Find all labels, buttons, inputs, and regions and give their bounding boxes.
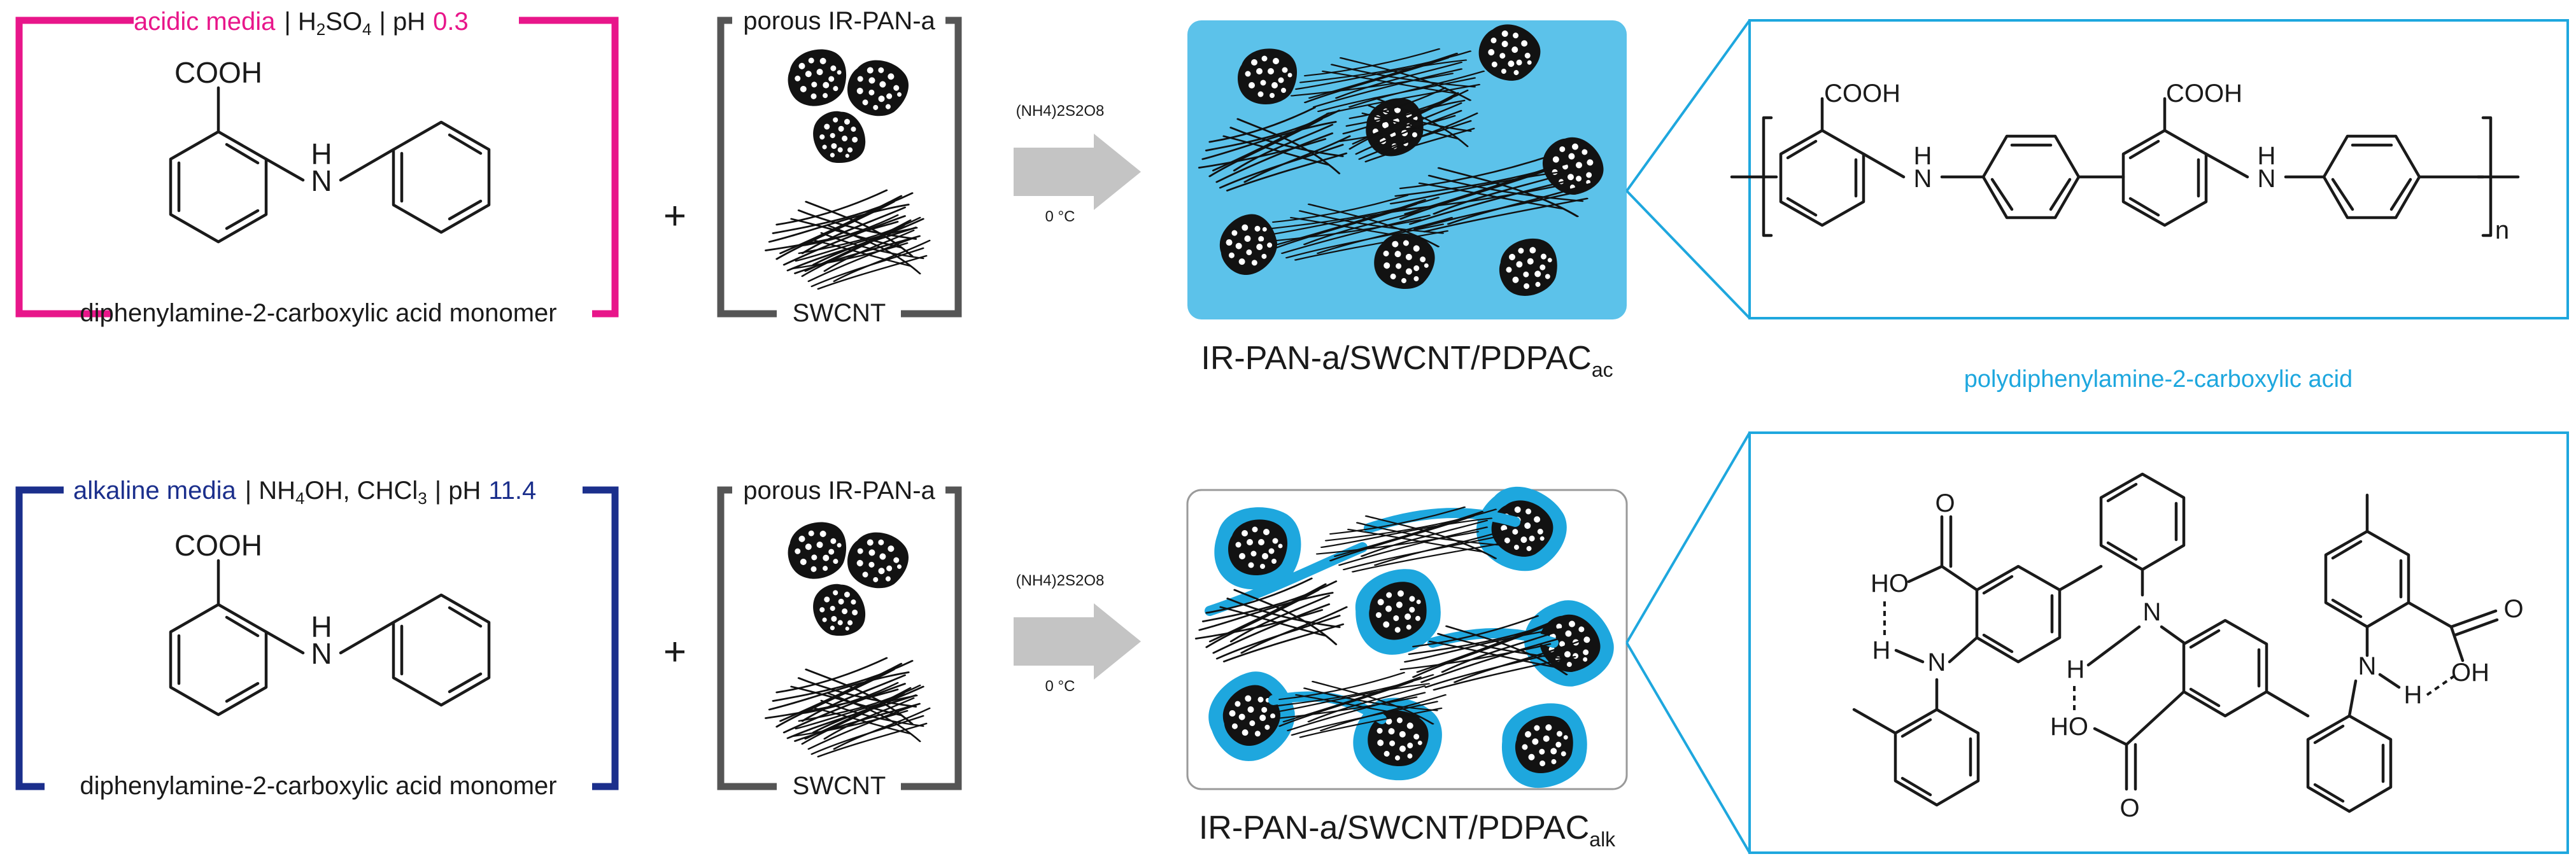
top-reaction-arrow: (NH4)2S2O8 0 °C <box>1014 102 1141 225</box>
svg-text:H: H <box>2404 681 2423 709</box>
top-product-label: IR-PAN-a/SWCNT/PDPACac <box>1201 340 1613 381</box>
svg-text:N: N <box>1928 648 1946 676</box>
svg-text:H: H <box>311 610 332 643</box>
top-repeat-n: n <box>2495 216 2509 244</box>
top-oxidant-label: (NH4)2S2O8 <box>1016 102 1105 120</box>
svg-text:H: H <box>2067 655 2085 683</box>
svg-text:N: N <box>2143 598 2162 626</box>
bottom-tube-top-label: porous IR-PAN-a <box>743 477 935 505</box>
bottom-zoom-lines <box>1625 431 1751 854</box>
bottom-tube-bottom-label: SWCNT <box>793 772 886 800</box>
bottom-monomer-structure: COOH H N <box>171 529 489 715</box>
svg-text:N: N <box>1914 165 1932 193</box>
svg-text:N: N <box>311 637 332 670</box>
bottom-plus-sign: + <box>663 630 686 674</box>
svg-text:COOH: COOH <box>2166 80 2242 108</box>
top-temperature-label: 0 °C <box>1045 208 1075 225</box>
top-reactant-particles <box>783 45 916 171</box>
svg-text:H: H <box>1872 636 1891 664</box>
bottom-reactant-swcnt <box>765 657 931 758</box>
bottom-tube-bracket <box>717 486 962 790</box>
bottom-monomer-bracket <box>15 486 619 790</box>
bottom-oxidant-label: (NH4)2S2O8 <box>1016 572 1105 589</box>
bottom-temperature-label: 0 °C <box>1045 678 1075 695</box>
svg-text:N: N <box>2258 165 2276 193</box>
svg-text:H: H <box>311 137 332 171</box>
bottom-monomer-label: diphenylamine-2-carboxylic acid monomer <box>80 772 556 800</box>
svg-text:O: O <box>1935 489 1955 517</box>
polymer-name-label: polydiphenylamine-2-carboxylic acid <box>1964 366 2353 393</box>
top-monomer-bracket <box>15 17 619 318</box>
svg-text:N: N <box>311 164 332 197</box>
top-tube-bracket <box>717 17 962 318</box>
top-monomer-label: diphenylamine-2-carboxylic acid monomer <box>80 299 556 327</box>
bottom-reactant-particles <box>783 517 916 644</box>
top-plus-sign: + <box>663 194 686 238</box>
svg-text:HO: HO <box>2050 713 2088 741</box>
svg-text:COOH: COOH <box>174 56 262 89</box>
svg-text:COOH: COOH <box>1824 80 1900 108</box>
top-polymer-box <box>1748 19 2569 319</box>
svg-text:O: O <box>2503 595 2523 623</box>
bottom-polymer-structure: O HO H N N H HO O <box>1852 472 2524 822</box>
top-monomer-structure: COOH H N <box>171 56 489 242</box>
bottom-product-contents <box>1192 472 1629 797</box>
bottom-polymer-box <box>1748 431 2569 854</box>
top-zoom-lines <box>1625 19 1751 319</box>
svg-text:H: H <box>1914 142 1932 170</box>
top-reactant-swcnt <box>765 189 931 290</box>
svg-text:N: N <box>2358 652 2377 680</box>
svg-text:H: H <box>2258 142 2276 170</box>
top-tube-top-label: porous IR-PAN-a <box>743 7 935 35</box>
svg-text:COOH: COOH <box>174 529 262 562</box>
svg-text:HO: HO <box>1871 570 1909 598</box>
top-polymer-structure: COOH COOH H N H N n <box>1730 80 2520 244</box>
bottom-reaction-arrow: (NH4)2S2O8 0 °C <box>1014 572 1141 695</box>
svg-text:O: O <box>2120 794 2139 822</box>
bottom-product-label: IR-PAN-a/SWCNT/PDPACalk <box>1199 809 1616 851</box>
svg-text:OH: OH <box>2451 659 2489 687</box>
top-tube-bottom-label: SWCNT <box>793 299 886 327</box>
